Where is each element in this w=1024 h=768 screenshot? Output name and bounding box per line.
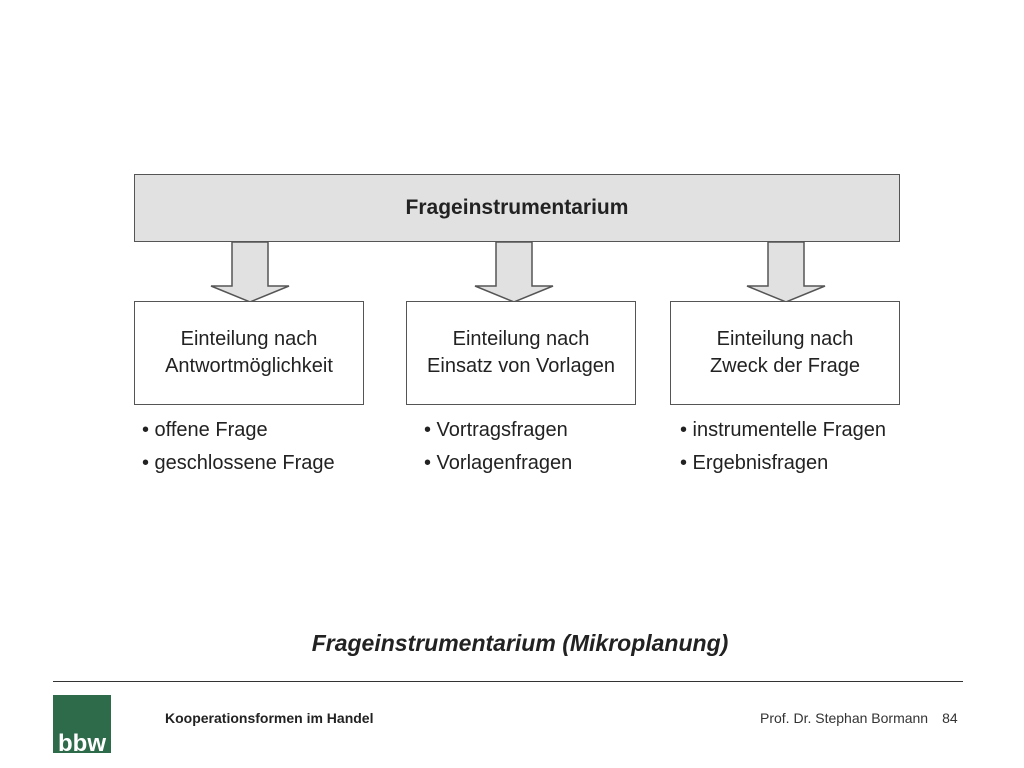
down-arrow-1 [210,242,290,303]
category-box-line1: Einteilung nach [452,328,590,350]
bullet-list-antwort: • offene Frage • geschlossene Frage [142,414,335,480]
bullet-item: • offene Frage [142,419,268,441]
page-number: 84 [942,710,958,726]
bullet-list-vorlagen: • Vortragsfragen • Vorlagenfragen [424,414,572,480]
top-box-label: Frageinstrumentarium [405,196,629,219]
category-box-line1: Einteilung nach [180,328,318,350]
top-box: Frageinstrumentarium [134,174,900,242]
footer-author: Prof. Dr. Stephan Bormann [760,710,929,726]
bullet-item: • Ergebnisfragen [680,452,829,474]
category-box-line2: Zweck der Frage [709,355,861,377]
bullet-item: • Vorlagenfragen [424,452,573,474]
footer-divider [53,681,963,682]
down-arrow-2 [474,242,554,303]
footer-course-title: Kooperationsformen im Handel [165,710,374,726]
category-box-vorlagen: Einteilung nach Einsatz von Vorlagen [406,301,636,405]
category-box-line2: Antwortmöglichkeit [165,355,333,377]
category-box-line1: Einteilung nach [716,328,854,350]
bullet-list-zweck: • instrumentelle Fragen • Ergebnisfragen [680,414,886,480]
category-box-line2: Einsatz von Vorlagen [427,355,615,377]
down-arrow-3 [746,242,826,303]
bullet-item: • instrumentelle Fragen [680,419,886,441]
bullet-item: • geschlossene Frage [142,452,335,474]
footer-author-page: Prof. Dr. Stephan Bormann 84 [760,710,958,726]
bullet-item: • Vortragsfragen [424,419,568,441]
slide-caption: Frageinstrumentarium (Mikroplanung) [311,630,729,656]
logo-text: bbw [58,730,106,753]
category-box-antwort: Einteilung nach Antwortmöglichkeit [134,301,364,405]
category-box-zweck: Einteilung nach Zweck der Frage [670,301,900,405]
bbw-logo: bbw [53,695,111,753]
